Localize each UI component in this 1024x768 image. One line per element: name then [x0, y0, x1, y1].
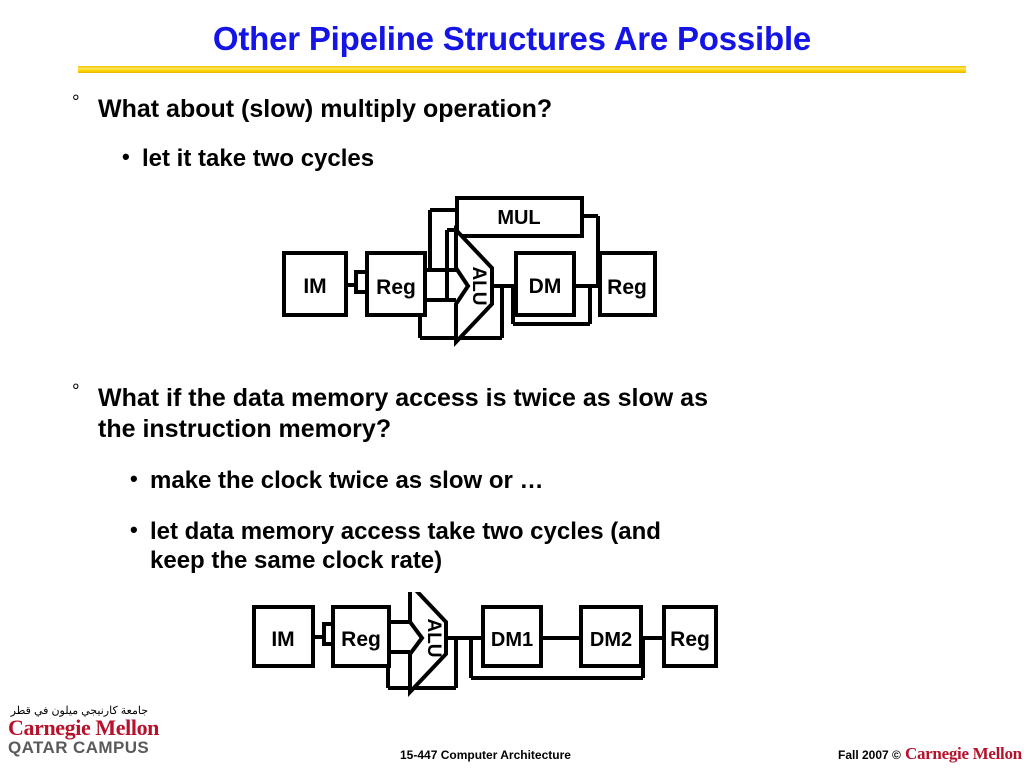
diagram2-box-reg-right: [662, 605, 718, 668]
bullet-2-sub-2-line-2: keep the same clock rate): [150, 547, 443, 575]
logo-arabic-text: جامعة كارنيجي ميلون في قطر: [10, 705, 148, 717]
footer-brand: Carnegie Mellon: [905, 744, 1022, 763]
cmu-qatar-logo: جامعة كارنيجي ميلون في قطر Carnegie Mell…: [8, 705, 228, 758]
diagram2-label-alu: ALU: [423, 618, 444, 657]
diagram2-label-reg-left: Reg: [341, 628, 381, 651]
diagram2-box-dm1: [481, 605, 543, 668]
diagram2-alu-shape: [408, 592, 448, 698]
title-underline-rule: [78, 66, 966, 73]
diagram1-alu-shape: [454, 224, 494, 348]
footer-term: Fall 2007 ©: [838, 748, 901, 762]
bullet-2-sub-1: • make the clock twice as slow or …: [130, 466, 950, 495]
diagram1-label-dm: DM: [529, 275, 562, 298]
bullet-2-text-line-2: the instruction memory?: [98, 414, 392, 443]
diagram1-label-mul: MUL: [497, 207, 540, 229]
logo-carnegie-mellon-text: Carnegie Mellon: [8, 715, 160, 740]
diagram2-label-dm2: DM2: [590, 629, 632, 651]
diagram1-box-reg-left: [365, 251, 427, 317]
bullet-1-sub-1: • let it take two cycles: [122, 144, 922, 173]
bullet-2: ° What if the data memory access is twic…: [72, 381, 972, 444]
footer-course: 15-447 Computer Architecture: [400, 748, 571, 762]
bullet-2-sub-1-text: make the clock twice as slow or …: [150, 467, 544, 494]
page-title: Other Pipeline Structures Are Possible: [212, 20, 812, 57]
diagram2-label-im: IM: [271, 628, 294, 651]
bullet-marker-dot: •: [130, 517, 138, 542]
pipeline-diagram-multiply: IM Reg MUL DM Reg ALU: [270, 190, 690, 350]
diagram1-label-reg-left: Reg: [376, 276, 416, 299]
bullet-1-sub-1-text: let it take two cycles: [142, 145, 375, 172]
diagram1-label-reg-right: Reg: [607, 276, 647, 299]
bullet-marker-circle: °: [72, 381, 80, 402]
pipeline-diagram-two-cycle-memory: IM Reg DM1 DM2 Reg ALU: [240, 592, 730, 702]
diagram2-label-dm1: DM1: [491, 629, 533, 651]
diagram2-box-dm2: [579, 605, 643, 668]
bullet-2-text-line-1: What if the data memory access is twice …: [98, 384, 708, 412]
diagram2-box-reg-left: [331, 605, 391, 668]
bullet-marker-circle: °: [72, 92, 80, 113]
diagram1-label-alu: ALU: [468, 266, 489, 305]
diagram2-box-im: [252, 605, 315, 668]
diagram1-box-reg-right: [598, 251, 657, 317]
bullet-2-sub-2: • let data memory access take two cycles…: [130, 517, 930, 576]
diagram1-label-im: IM: [303, 275, 326, 298]
logo-qatar-campus-text: QATAR CAMPUS: [8, 738, 150, 758]
diagram1-box-im: [282, 251, 348, 317]
diagram1-box-mul: [455, 196, 584, 238]
diagram2-label-reg-right: Reg: [670, 628, 710, 651]
bullet-1: ° What about (slow) multiply operation?: [72, 92, 932, 125]
bullet-marker-dot: •: [130, 466, 138, 491]
bullet-marker-dot: •: [122, 144, 130, 169]
bullet-1-text: What about (slow) multiply operation?: [98, 95, 553, 123]
bullet-2-sub-2-line-1: let data memory access take two cycles (…: [150, 518, 661, 545]
diagram1-box-dm: [514, 251, 576, 317]
